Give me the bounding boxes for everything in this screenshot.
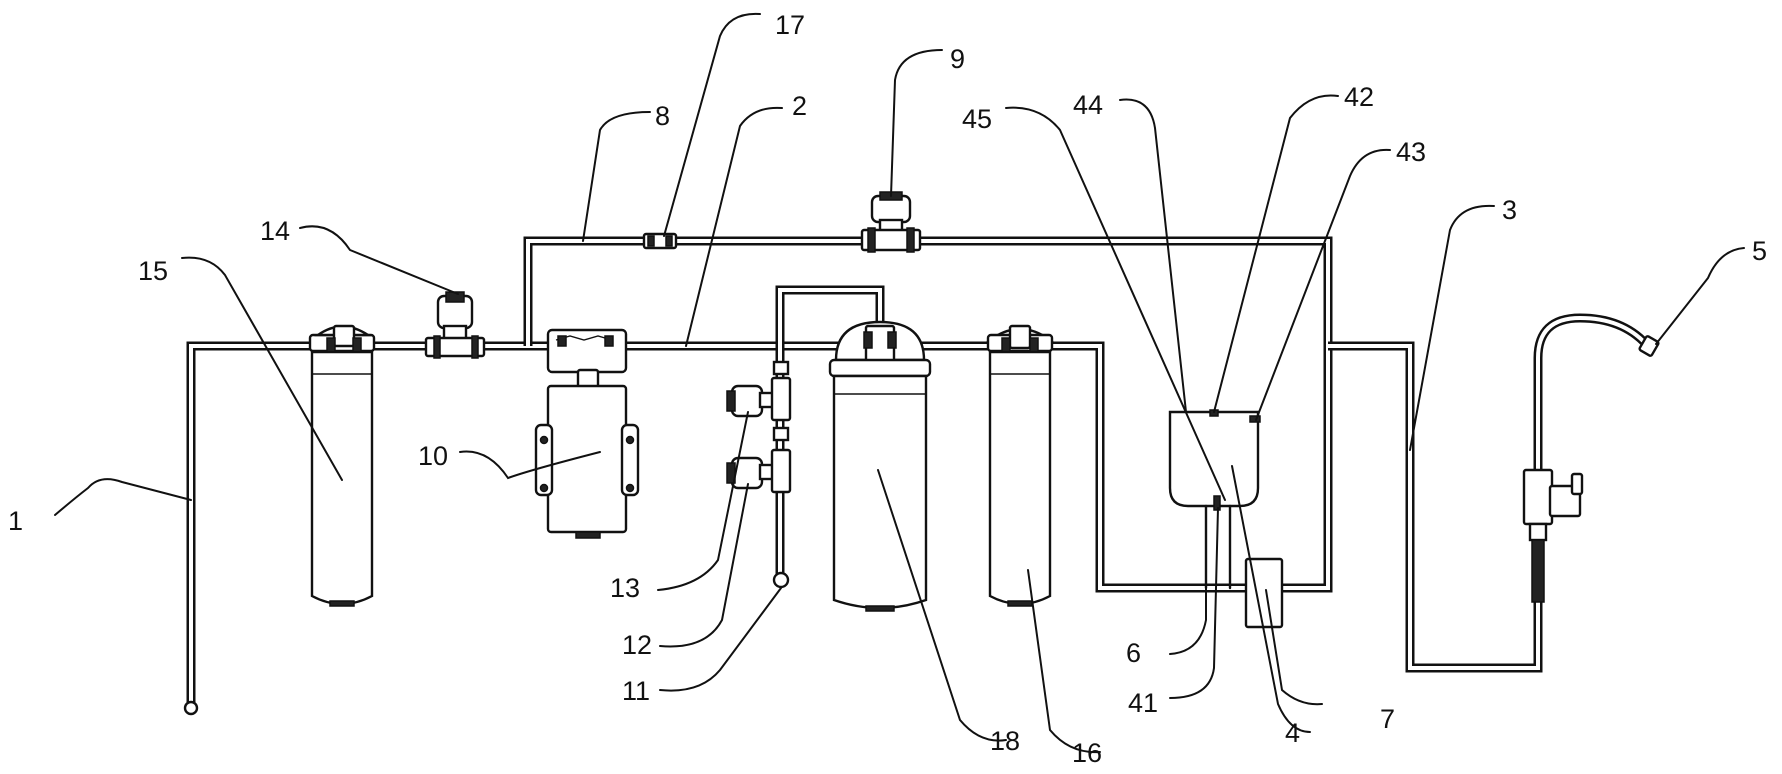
- label-1: 1: [8, 506, 23, 536]
- fitting-11: [772, 360, 790, 589]
- pipe-inlet-1: [186, 341, 322, 705]
- prefilter-15: [308, 324, 376, 607]
- label-11: 11: [622, 676, 650, 706]
- label-44: 44: [1073, 90, 1103, 120]
- label-10: 10: [418, 441, 448, 471]
- leader-lines: [54, 12, 1745, 754]
- label-41: 41: [1128, 688, 1158, 718]
- label-43: 43: [1396, 137, 1426, 167]
- label-5: 5: [1752, 236, 1767, 266]
- booster-pump-10: [534, 328, 640, 539]
- label-42: 42: [1344, 82, 1374, 112]
- label-3: 3: [1502, 195, 1517, 225]
- label-15: 15: [138, 256, 168, 286]
- label-14: 14: [260, 216, 290, 246]
- label-9: 9: [950, 44, 965, 74]
- label-12: 12: [622, 630, 652, 660]
- inlet-end-cap: [183, 700, 199, 716]
- valve-14: [424, 291, 486, 359]
- label-17: 17: [775, 10, 805, 40]
- label-45: 45: [962, 104, 992, 134]
- part-labels: 1 15 14 10 8 17 2 9 45 44 42 43 3 5 13 1…: [8, 10, 1767, 768]
- label-4: 4: [1285, 718, 1300, 748]
- label-7: 7: [1380, 704, 1395, 734]
- label-18: 18: [990, 726, 1020, 756]
- valve-9: [860, 191, 922, 253]
- pipe-outlet-3: [1328, 341, 1543, 673]
- ro-membrane-18: [828, 320, 932, 612]
- label-2: 2: [792, 91, 807, 121]
- check-valve-17: [642, 232, 678, 250]
- valve-13: [726, 376, 792, 422]
- valve-12: [726, 448, 792, 494]
- label-16: 16: [1072, 738, 1102, 768]
- faucet-5: [1522, 313, 1660, 603]
- pipe-network: [186, 236, 1543, 705]
- label-13: 13: [610, 573, 640, 603]
- label-6: 6: [1126, 638, 1141, 668]
- post-filter-16: [986, 324, 1054, 607]
- label-8: 8: [655, 101, 670, 131]
